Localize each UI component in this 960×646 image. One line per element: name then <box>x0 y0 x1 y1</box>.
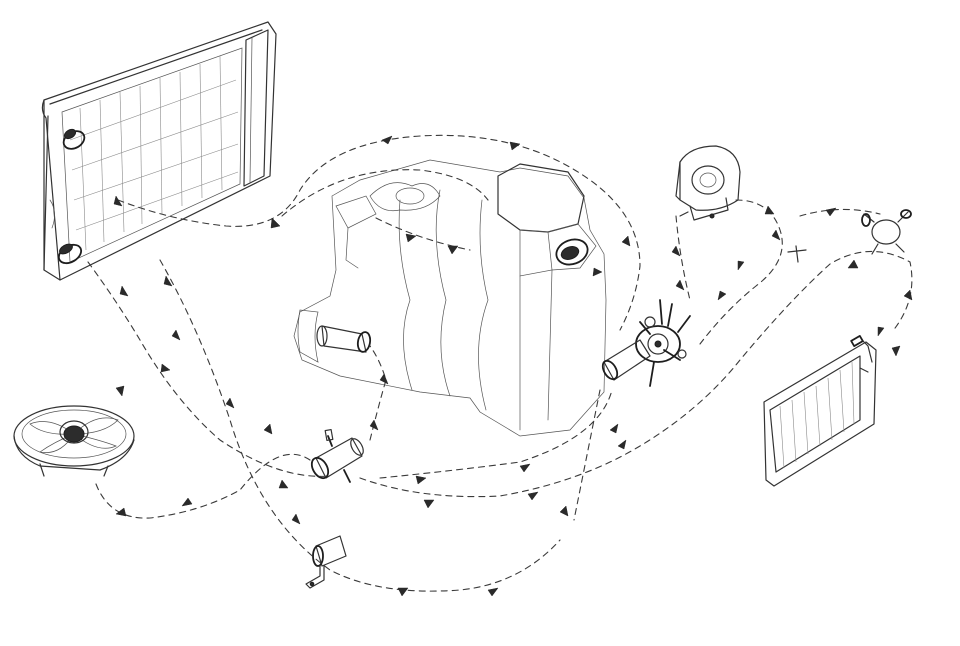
flow-arrow <box>764 205 775 215</box>
flow-path-8 <box>675 199 881 345</box>
flow-arrow <box>415 475 427 485</box>
flow-arrow <box>278 479 289 489</box>
pipe-bracket <box>305 535 347 589</box>
flow-arrow <box>877 326 885 337</box>
flow-path-3 <box>87 261 331 477</box>
flow-arrow <box>527 491 539 501</box>
heater-blower <box>675 145 741 221</box>
flow-arrow <box>171 329 181 341</box>
flow-arrow <box>509 141 521 151</box>
flow-arrow <box>181 497 193 507</box>
tee-fitting <box>310 428 364 483</box>
flow-path-2 <box>281 169 489 217</box>
flow-arrow <box>225 397 235 409</box>
flow-arrow <box>621 235 631 247</box>
flow-arrow <box>369 419 379 431</box>
fan <box>13 405 135 477</box>
flow-arrow <box>903 289 913 301</box>
thermostat <box>601 299 691 387</box>
flow-arrow <box>825 207 837 217</box>
main-radiator <box>41 21 277 281</box>
flow-arrow <box>891 345 901 357</box>
flow-arrow <box>519 463 531 473</box>
flow-path-1 <box>117 134 641 331</box>
flow-path-6 <box>359 250 913 498</box>
flow-arrow <box>559 505 569 517</box>
flow-arrow <box>675 279 685 291</box>
flow-arrow <box>487 587 499 597</box>
flow-path-7 <box>379 389 613 479</box>
flow-arrow <box>617 439 627 450</box>
flow-arrow <box>163 275 173 287</box>
flow-arrow <box>771 229 781 241</box>
flow-arrow <box>115 507 127 517</box>
flow-arrow <box>737 260 745 271</box>
flow-arrow <box>115 385 125 397</box>
flow-path-4 <box>95 453 311 519</box>
heater-core <box>763 335 877 487</box>
flow-arrow <box>119 285 129 297</box>
flow-arrow <box>447 245 459 255</box>
flow-path-5 <box>159 259 561 592</box>
flow-arrow <box>609 423 619 434</box>
flow-arrow <box>405 233 417 243</box>
flow-arrow <box>160 363 171 373</box>
flow-arrow <box>270 217 281 229</box>
flow-arrow <box>291 513 301 525</box>
flow-arrow <box>113 195 123 207</box>
flow-arrows <box>113 135 913 597</box>
flow-arrow <box>397 587 409 597</box>
flow-arrow <box>717 290 727 301</box>
flow-path-10 <box>573 389 601 521</box>
flow-arrow <box>263 423 273 435</box>
flow-arrow <box>379 373 389 385</box>
flow-arrow <box>381 135 393 145</box>
flow-arrow <box>423 499 435 509</box>
flow-arrow <box>847 259 859 269</box>
flow-arrow <box>592 267 603 277</box>
engine-block <box>293 159 607 437</box>
flow-path-9 <box>369 217 471 441</box>
flow-paths <box>87 134 913 592</box>
flow-arrow <box>671 245 681 257</box>
heater-valve <box>787 209 912 263</box>
